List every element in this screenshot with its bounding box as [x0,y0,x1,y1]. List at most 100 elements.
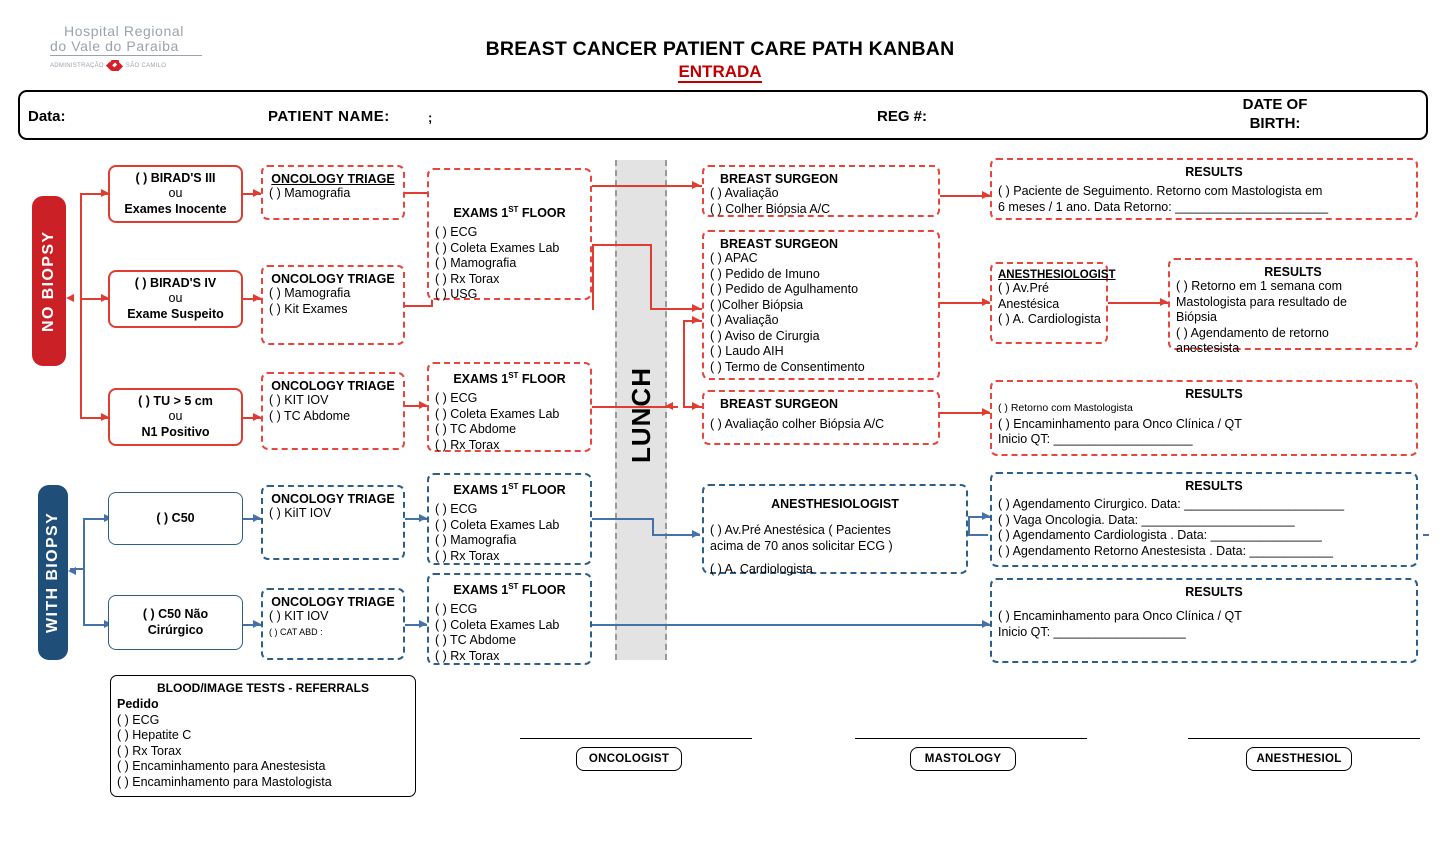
exams-box-3[interactable]: EXAMS 1ST FLOOR ( ) ECG ( ) Coleta Exame… [427,473,592,565]
surgeon-2-item-1[interactable]: ( ) Pedido de Imuno [710,266,820,281]
sig-mastology-label[interactable]: MASTOLOGY [910,747,1016,771]
entry-box-birads3[interactable]: ( ) BIRAD'S III ou Exames Inocente [108,165,243,223]
triage-5-item-1[interactable]: ( ) CAT ABD : [269,626,323,637]
triage-5-item-0[interactable]: ( ) KIT IOV [269,609,329,623]
exams-1-item-1[interactable]: ( ) Coleta Exames Lab [435,240,560,255]
signature-line-oncologist [520,738,752,739]
results-2-line-0[interactable]: ( ) Retorno em 1 semana com [1176,279,1343,293]
surgeon-1-item-0[interactable]: ( ) Avaliação [710,186,779,200]
results-1-line-0[interactable]: ( ) Paciente de Seguimento. Retorno com … [998,184,1323,198]
triage-box-3[interactable]: ONCOLOGY TRIAGE ( ) KIT IOV ( ) TC Abdom… [261,372,405,450]
field-label-dob-line1: DATE OF [1242,96,1308,113]
exams-box-2[interactable]: EXAMS 1ST FLOOR ( ) ECG ( ) Coleta Exame… [427,362,592,452]
anesthesiologist-box-1[interactable]: ANESTHESIOLOGIST ( ) Av.Pré Anestésica (… [990,262,1116,344]
surgeon-3-item-0[interactable]: ( ) Avaliação colher Biópsia A/C [710,417,885,431]
arrow-rail-nb [66,294,74,302]
surgeon-2-item-0[interactable]: ( ) APAC [710,251,758,265]
exams-3-item-0[interactable]: ( ) ECG [435,502,478,517]
exams-2-item-2[interactable]: ( ) TC Abdome [435,422,517,437]
results-2-line-1: Mastologista para resultado de [1176,294,1347,309]
connector-triage5-exams4 [405,624,427,626]
logo-line-1: Hospital Regional [64,23,184,39]
surgeon-box-3[interactable]: BREAST SURGEON ( ) Avaliação colher Bióp… [702,390,940,445]
anesth-1-item-0[interactable]: ( ) Av.Pré [998,281,1049,295]
exams-2-item-1[interactable]: ( ) Coleta Exames Lab [435,406,560,421]
triage-3-item-1[interactable]: ( ) TC Abdome [269,408,351,423]
referrals-item-3[interactable]: ( ) Encaminhamento para Anestesista [117,759,326,773]
arrow-surgeon2-in2 [692,316,700,324]
exams-3-item-2[interactable]: ( ) Mamografia [435,533,517,548]
connector-surgeon1-results1 [938,195,990,197]
surgeon-2-item-2[interactable]: ( ) Pedido de Agulhamento [710,282,859,296]
triage-box-2[interactable]: ONCOLOGY TRIAGE ( ) Mamografia ( ) Kit E… [261,265,405,345]
anesth-2-item-0[interactable]: ( ) Av.Pré Anestésica ( Pacientes [710,523,891,537]
results-4-line-2[interactable]: ( ) Agendamento Cardiologista . Data: __… [998,528,1322,542]
anesthesiologist-box-2[interactable]: ANESTHESIOLOGIST ( ) Av.Pré Anestésica (… [702,484,968,576]
exams-4-item-0[interactable]: ( ) ECG [435,602,478,617]
results-box-2[interactable]: RESULTS ( ) Retorno em 1 semana com Mast… [1168,258,1418,355]
entry-tu-line1: ( ) TU > 5 cm [138,393,213,408]
triage-box-5[interactable]: ONCOLOGY TRIAGE ( ) KIT IOV ( ) CAT ABD … [261,588,405,660]
anesth-1-item-2[interactable]: ( ) A. Cardiologista [998,312,1101,326]
exams-1-item-3[interactable]: ( ) Rx Torax [435,271,500,286]
referrals-title: BLOOD/IMAGE TESTS - REFERRALS [156,681,369,695]
arrow-results5-in [982,620,990,628]
results-5-line-0[interactable]: ( ) Encaminhamento para Onco Clínica / Q… [998,609,1242,623]
referrals-item-2[interactable]: ( ) Rx Torax [117,743,182,758]
entry-birads4-line3: Exame Suspeito [127,306,224,321]
exams-1-item-0[interactable]: ( ) ECG [435,225,478,240]
surgeon-1-title: BREAST SURGEON [720,172,839,186]
results-5-line-1[interactable]: Inicio QT: ___________________ [998,624,1186,639]
surgeon-box-2[interactable]: BREAST SURGEON ( ) APAC ( ) Pedido de Im… [702,230,940,380]
exams-4-item-2[interactable]: ( ) TC Abdome [435,633,517,648]
results-4-line-0[interactable]: ( ) Agendamento Cirurgico. Data: _______… [998,497,1345,511]
entry-box-c50[interactable]: ( ) C50 [108,492,243,545]
exams-box-1[interactable]: EXAMS 1ST FLOOR ( ) ECG ( ) Coleta Exame… [427,168,592,302]
results-box-4[interactable]: RESULTS ( ) Agendamento Cirurgico. Data:… [990,472,1418,567]
referrals-item-0[interactable]: ( ) ECG [117,712,160,727]
surgeon-2-item-5[interactable]: ( ) Aviso de Cirurgia [710,328,820,343]
arrow-anesth1-in [982,298,990,306]
results-2-line-3[interactable]: ( ) Agendamento de retorno [1176,325,1329,340]
exams-1-item-2[interactable]: ( ) Mamografia [435,256,517,271]
triage-2-item-0[interactable]: ( ) Mamografia [269,286,351,300]
exams-2-item-0[interactable]: ( ) ECG [435,391,478,406]
triage-box-4[interactable]: ONCOLOGY TRIAGE ( ) KiIT IOV [261,485,405,560]
exams-4-item-3[interactable]: ( ) Rx Torax [435,648,500,663]
entry-box-tu5cm[interactable]: ( ) TU > 5 cm ou N1 Positivo [108,388,243,446]
triage-box-1[interactable]: ONCOLOGY TRIAGE ( ) Mamografia [261,165,405,220]
results-3-line-2[interactable]: Inicio QT: ____________________ [998,432,1193,446]
results-box-5[interactable]: RESULTS ( ) Encaminhamento para Onco Clí… [990,578,1418,663]
entry-box-birads4[interactable]: ( ) BIRAD'S IV ou Exame Suspeito [108,270,243,328]
sig-oncologist-label[interactable]: ONCOLOGIST [576,747,682,771]
results-box-1[interactable]: RESULTS ( ) Paciente de Seguimento. Reto… [990,158,1418,220]
results-box-3[interactable]: RESULTS ( ) Retorno com Mastologista ( )… [990,380,1418,456]
results-1-line-1[interactable]: 6 meses / 1 ano. Data Retorno: _________… [998,199,1329,214]
referrals-box[interactable]: BLOOD/IMAGE TESTS - REFERRALS Pedido ( )… [110,675,416,797]
triage-3-item-0[interactable]: ( ) KIT IOV [269,393,329,407]
surgeon-2-item-4[interactable]: ( ) Avaliação [710,313,779,327]
surgeon-2-item-3[interactable]: ( )Colher Biópsia [710,297,804,312]
triage-1-item-0[interactable]: ( ) Mamografia [269,186,351,200]
sig-anesthesiologist-label[interactable]: ANESTHESIOL [1246,747,1352,771]
exams-box-4[interactable]: EXAMS 1ST FLOOR ( ) ECG ( ) Coleta Exame… [427,573,592,665]
entry-box-c50-nao-cirurgico[interactable]: ( ) C50 Não Cirúrgico [108,595,243,650]
referrals-item-1[interactable]: ( ) Hepatite C [117,728,192,742]
triage-4-item-0[interactable]: ( ) KiIT IOV [269,506,332,520]
results-4-line-1[interactable]: ( ) Vaga Oncologia. Data: ______________… [998,512,1295,527]
triage-2-item-1[interactable]: ( ) Kit Exames [269,301,348,316]
results-3-line-1[interactable]: ( ) Encaminhamento para Onco Clínica / Q… [998,416,1242,431]
results-4-line-3[interactable]: ( ) Agendamento Retorno Anestesista . Da… [998,543,1333,558]
anesth-2-item-3[interactable]: ( ) A. Cardiologista [710,562,813,576]
exams-4-item-1[interactable]: ( ) Coleta Exames Lab [435,617,560,632]
results-3-line-0[interactable]: ( ) Retorno com Mastologista [998,402,1133,414]
referrals-item-4[interactable]: ( ) Encaminhamento para Mastologista [117,774,332,789]
surgeon-box-1[interactable]: BREAST SURGEON ( ) Avaliação ( ) Colher … [702,165,940,217]
exams-1-item-4[interactable]: ( ) USG [435,287,478,302]
surgeon-1-item-1[interactable]: ( ) Colher Biópsia A/C [710,201,831,216]
exams-2-item-3[interactable]: ( ) Rx Torax [435,437,500,452]
exams-3-item-1[interactable]: ( ) Coleta Exames Lab [435,517,560,532]
exams-3-item-3[interactable]: ( ) Rx Torax [435,548,500,563]
surgeon-2-item-7[interactable]: ( ) Termo de Consentimento [710,359,865,374]
surgeon-2-item-6[interactable]: ( ) Laudo AIH [710,344,784,358]
